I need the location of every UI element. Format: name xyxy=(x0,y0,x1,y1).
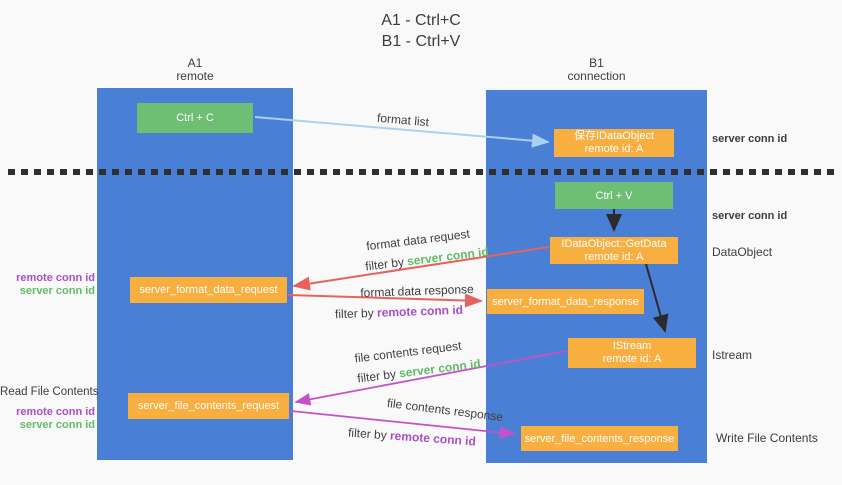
diagram-title: A1 - Ctrl+C B1 - Ctrl+V xyxy=(0,10,842,52)
right-server-conn-id-2: server conn id xyxy=(712,210,788,222)
node-save-dataobject: 保存IDataObject remote id: A xyxy=(554,129,674,157)
remote-conn-id-text: remote conn id xyxy=(376,302,464,320)
node-ctrl-v-label: Ctrl + V xyxy=(595,189,633,202)
remote-conn-id-label: remote conn id xyxy=(16,272,95,284)
arrow-file-contents-response xyxy=(290,410,516,439)
remote-conn-id-label: remote conn id xyxy=(16,406,95,418)
left-conn-id-pair-2: remote conn id server conn id xyxy=(0,406,95,432)
node-save-dataobject-line1: 保存IDataObject xyxy=(573,130,655,142)
lane-header-right: B1 connection xyxy=(486,57,707,83)
server-conn-id-label: server conn id xyxy=(19,419,95,431)
arrow-file-contents-request xyxy=(294,350,567,406)
node-server-format-data-request-label: server_format_data_request xyxy=(139,284,278,296)
node-server-file-contents-response-label: server_file_contents_response xyxy=(524,432,675,445)
node-istream-line2: remote id: A xyxy=(602,353,662,365)
node-istream: IStream remote id: A xyxy=(568,338,696,368)
node-server-format-data-request: server_format_data_request xyxy=(130,277,287,303)
label-read-file-contents: Read File Contents xyxy=(0,386,99,398)
filter-by-text: filter by xyxy=(334,305,378,322)
node-server-format-data-response-label: server_format_data_response xyxy=(492,295,639,308)
node-istream-line1: IStream xyxy=(612,340,652,352)
server-conn-id-label: server conn id xyxy=(19,285,95,297)
label-write-file-contents: Write File Contents xyxy=(716,431,818,445)
arrow-getdata-to-istream xyxy=(645,263,669,333)
node-server-file-contents-request-label: server_file_contents_request xyxy=(137,400,280,412)
title-line-1: A1 - Ctrl+C xyxy=(381,12,461,29)
arrow-format-data-request xyxy=(292,246,550,291)
node-ctrl-v: Ctrl + V xyxy=(555,182,673,209)
node-getdata-line2: remote id: A xyxy=(584,250,644,263)
node-ctrl-c: Ctrl + C xyxy=(137,103,253,133)
node-server-file-contents-request: server_file_contents_request xyxy=(128,393,289,419)
label-dataobject: DataObject xyxy=(712,245,773,259)
right-server-conn-id-1: server conn id xyxy=(712,133,788,145)
arrow-format-data-response xyxy=(287,293,483,308)
lane-right-title: B1 xyxy=(589,56,604,70)
node-ctrl-c-label: Ctrl + C xyxy=(176,112,214,124)
lane-left-subtitle: remote xyxy=(176,69,214,83)
filter-by-text: filter by xyxy=(347,425,391,443)
node-getdata: IDataObject::GetData remote id: A xyxy=(550,237,678,264)
node-save-dataobject-line2: remote id: A xyxy=(584,143,644,155)
left-conn-id-pair-1: remote conn id server conn id xyxy=(0,272,95,298)
title-line-2: B1 - Ctrl+V xyxy=(381,33,461,50)
node-server-file-contents-response: server_file_contents_response xyxy=(521,426,678,451)
arrow-format-list xyxy=(254,116,550,148)
lane-left-title: A1 xyxy=(187,56,203,70)
node-getdata-line1: IDataObject::GetData xyxy=(561,237,667,250)
lane-header-left: A1 remote xyxy=(97,57,293,83)
node-server-format-data-response: server_format_data_response xyxy=(487,289,644,314)
lane-right-subtitle: connection xyxy=(567,69,626,83)
label-istream: Istream xyxy=(712,348,753,362)
